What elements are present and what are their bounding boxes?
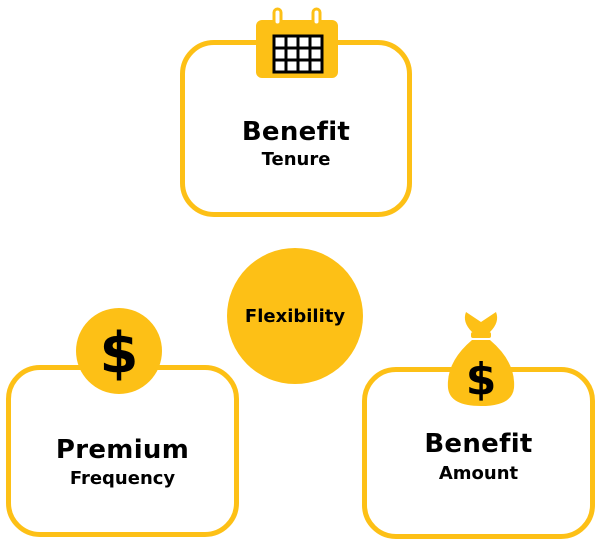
flexibility-label: Flexibility	[244, 305, 346, 327]
premium-frequency-subtitle: Frequency	[69, 468, 176, 489]
money-bag-icon: $	[447, 312, 515, 406]
flexibility-circle: Flexibility	[227, 248, 363, 384]
svg-text:$: $	[466, 354, 497, 405]
premium-frequency-title: Premium	[55, 435, 190, 465]
benefit-tenure-subtitle: Tenure	[261, 149, 331, 170]
benefit-amount-title: Benefit	[424, 429, 533, 459]
svg-text:$: $	[100, 321, 139, 386]
benefit-tenure-title: Benefit	[241, 117, 351, 147]
benefit-amount-card: Benefit Amount	[362, 367, 595, 539]
benefit-amount-subtitle: Amount	[438, 463, 519, 484]
calendar-icon	[256, 7, 338, 78]
dollar-coin-icon: $	[76, 308, 162, 394]
